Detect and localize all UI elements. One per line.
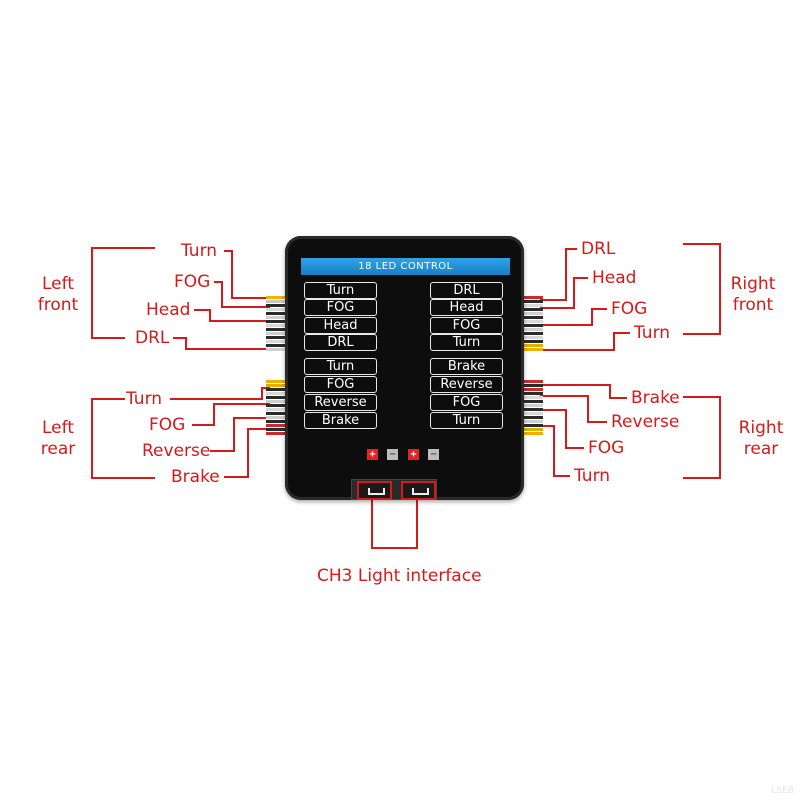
right-front-bracket-bottom [683, 333, 721, 335]
port-b-pins [412, 488, 429, 495]
left-wire-bundle-rear [266, 380, 288, 440]
left-callout-fog-front: FOG [174, 272, 211, 292]
right-callout-turn-front: Turn [634, 323, 671, 343]
leader-left-fog-rear [192, 403, 270, 426]
led-controller-box: 18 LED CONTROL Turn FOG Head DRL Turn FO… [285, 236, 524, 500]
left-rear-bracket-top [91, 398, 125, 400]
ch3-port-a[interactable] [357, 481, 392, 500]
left-slot-reverse: Reverse [304, 394, 377, 411]
right-slot-head: Head [430, 299, 503, 316]
left-slot-fog-front: FOG [304, 299, 377, 316]
right-callout-reverse: Reverse [611, 412, 680, 432]
right-slot-fog-front: FOG [430, 317, 503, 334]
left-slot-turn-front: Turn [304, 282, 377, 299]
left-slot-drl: DRL [304, 334, 377, 351]
right-callout-fog-front: FOG [611, 299, 648, 319]
right-rear-group-label: Right rear [738, 418, 784, 459]
left-front-group-label: Left front [37, 274, 79, 315]
leader-left-turn-rear [170, 387, 270, 400]
left-callout-turn-front: Turn [181, 241, 218, 261]
left-callout-turn-rear: Turn [126, 389, 163, 409]
leader-left-fog-front [214, 281, 270, 308]
left-callout-fog-rear: FOG [149, 415, 186, 435]
right-slot-fog-rear: FOG [430, 394, 503, 411]
ch-a-minus-button[interactable]: − [387, 449, 398, 460]
leader-right-turn-front [540, 332, 630, 351]
ch-b-plus-button[interactable]: + [408, 449, 419, 460]
left-slot-fog-rear: FOG [304, 376, 377, 393]
leader-left-turn-front [224, 250, 270, 299]
right-wire-bundle-rear [521, 380, 543, 440]
controller-header: 18 LED CONTROL [301, 258, 510, 275]
left-rear-bracket-bottom [91, 477, 155, 479]
right-callout-drl: DRL [581, 239, 616, 259]
ch-a-plus-button[interactable]: + [367, 449, 378, 460]
right-rear-bracket-side [719, 396, 721, 479]
right-rear-bracket-bottom [683, 477, 721, 479]
left-slot-turn-rear: Turn [304, 358, 377, 375]
leader-left-drl [173, 337, 270, 350]
leader-right-head [540, 277, 588, 309]
interface-label: CH3 Light interface [317, 566, 482, 586]
leader-right-fog-rear [540, 409, 584, 449]
left-front-bracket-side [91, 247, 93, 339]
port-a-pins [368, 488, 385, 495]
left-wire-bundle-front [266, 296, 288, 356]
leader-left-brake [224, 428, 270, 478]
left-rear-group-label: Left rear [40, 418, 76, 459]
left-callout-drl: DRL [135, 328, 170, 348]
ch-b-minus-button[interactable]: − [428, 449, 439, 460]
leader-interface [371, 498, 418, 549]
watermark: LSEB [771, 786, 794, 796]
leader-right-drl [540, 248, 577, 301]
right-slot-turn-front: Turn [430, 334, 503, 351]
right-front-group-label: Right front [730, 274, 776, 315]
right-callout-fog-rear: FOG [588, 438, 625, 458]
right-slot-turn-rear: Turn [430, 412, 503, 429]
right-front-bracket-top [683, 243, 721, 245]
ch3-port-b[interactable] [401, 481, 436, 500]
left-front-bracket-bottom [91, 337, 125, 339]
left-slot-head: Head [304, 317, 377, 334]
leader-right-turn-rear [540, 425, 570, 477]
leader-left-reverse [210, 417, 270, 452]
leader-right-reverse [540, 395, 607, 423]
left-callout-brake: Brake [171, 467, 220, 487]
left-rear-bracket-side [91, 398, 93, 479]
left-callout-reverse: Reverse [142, 441, 211, 461]
right-wire-bundle-front [521, 296, 543, 356]
right-slot-drl: DRL [430, 282, 503, 299]
left-slot-brake: Brake [304, 412, 377, 429]
right-callout-brake: Brake [631, 388, 680, 408]
leader-right-fog-front [540, 308, 607, 326]
left-callout-head: Head [146, 300, 191, 320]
right-slot-brake: Brake [430, 358, 503, 375]
right-front-bracket-side [719, 243, 721, 335]
leader-left-head [194, 309, 270, 322]
right-callout-turn-rear: Turn [574, 466, 611, 486]
right-callout-head: Head [592, 268, 637, 288]
right-rear-bracket-top [683, 396, 721, 398]
right-slot-reverse: Reverse [430, 376, 503, 393]
left-front-bracket-top [91, 247, 155, 249]
leader-right-brake [540, 384, 627, 399]
